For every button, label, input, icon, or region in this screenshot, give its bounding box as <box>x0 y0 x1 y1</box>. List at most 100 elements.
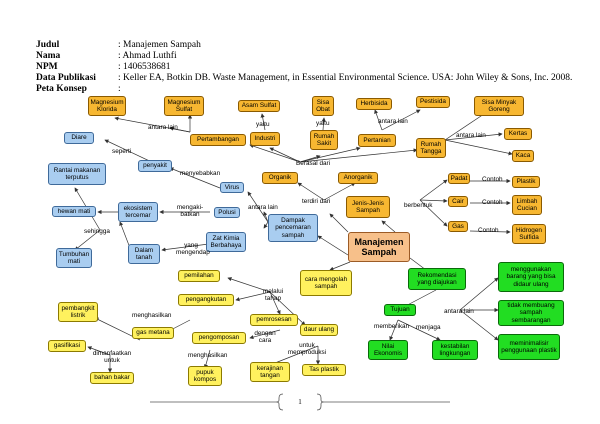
header-value: : 1406538681 <box>118 62 171 72</box>
header-row-name: Nama : Ahmad Luthfi <box>36 51 576 62</box>
kaca-node: Kaca <box>512 150 534 162</box>
pemilahan-node: pemilahan <box>178 270 220 282</box>
industri-node: Industri <box>250 132 280 146</box>
polusi-node: Polusi <box>214 207 240 218</box>
tujuan-node: Tujuan <box>384 304 416 316</box>
root-node: Manajemen Sampah <box>348 232 410 262</box>
pengomposan-node: pengomposan <box>192 332 246 344</box>
header-key: Peta Konsep <box>36 84 87 94</box>
sisa-minyak-node: Sisa Minyak Goreng <box>474 96 524 116</box>
page-number: 1 <box>298 398 302 406</box>
gas-node: Gas <box>448 221 468 232</box>
magnesium-sulfat-node: Magnesium Sulfat <box>164 96 204 116</box>
zat-kimia-node: Zat Kimia Berbahaya <box>206 232 246 252</box>
link-label: antara lain <box>378 118 408 125</box>
dampak-node: Dampak pencemaran sampah <box>268 214 318 242</box>
link-label: sehingga <box>84 228 110 235</box>
header-value: : Ahmad Luthfi <box>118 51 177 61</box>
link-label: Contoh <box>482 176 503 183</box>
link-label: menyebabkan <box>180 170 221 177</box>
pertanian-node: Pertanian <box>358 134 396 147</box>
rumah-sakit-node: Rumah Sakit <box>310 130 338 150</box>
footer-divider <box>150 393 450 411</box>
link-label: untuk memproduksi <box>287 342 327 356</box>
plastik-node: Plastik <box>512 176 540 188</box>
link-label: menghasilkan <box>132 312 172 319</box>
hewan-mati-node: hewan mati <box>52 206 96 217</box>
organik-node: Organik <box>262 172 298 184</box>
virus-node: Virus <box>220 182 244 193</box>
pupuk-kompos-node: pupuk kompos <box>188 366 222 386</box>
link-label: berbentuk <box>404 202 433 209</box>
ekosistem-node: ekosistem tercemar <box>118 202 158 222</box>
dalam-tanah-node: Dalam tanah <box>128 244 160 264</box>
header-row-publication: Data Publikasi : Keller EA, Botkin DB. Wa… <box>36 73 576 84</box>
header-row-concept-map: Peta Konsep: <box>36 84 576 95</box>
nilai-ekonomis-node: Nilai Ekonomis <box>368 340 408 360</box>
rumah-tangga-node: Rumah Tangga <box>416 138 446 158</box>
header-key: Judul <box>36 40 60 50</box>
anorganik-node: Anorganik <box>338 172 378 184</box>
penyakit-node: penyakit <box>138 160 172 172</box>
link-label: memberikan <box>374 323 410 330</box>
rekomendasi-item-3: meminimalisir penggunaan plastik <box>498 334 560 360</box>
asam-sulfat-node: Asam Sulfat <box>238 100 280 112</box>
herbisida-node: Herbisida <box>356 98 392 110</box>
link-label: dimanfaatkan untuk <box>92 350 132 364</box>
pertambangan-node: Pertambangan <box>190 134 246 146</box>
link-label: terdiri dari <box>302 198 331 205</box>
link-label: antara lain <box>248 204 278 211</box>
rekomendasi-node: Rekomendasi yang diajukan <box>408 268 466 290</box>
gasifikasi-node: gasifikasi <box>48 340 86 352</box>
kerajinan-tangan-node: kerajinan tangan <box>250 362 290 382</box>
header-value: : Manajemen Sampah <box>118 40 201 50</box>
link-label: mengaki- batkan <box>176 204 204 218</box>
rekomendasi-item-2: tidak membuang sampah sembarangan <box>498 300 564 326</box>
link-label: yaitu <box>316 120 330 127</box>
link-label: yang mengendap <box>176 242 210 256</box>
link-label: Contoh <box>478 227 499 234</box>
limbah-cucian-node: Limbah Cucian <box>512 195 542 215</box>
rekomendasi-item-1: menggunakan barang yang bisa didaur ulan… <box>498 262 564 292</box>
link-label: menghasilkan <box>188 352 228 359</box>
link-label: menjaga <box>416 324 441 331</box>
link-label: Berasal dari <box>296 160 331 167</box>
link-label: antara lain <box>456 132 486 139</box>
diare-node: Diare <box>64 132 94 144</box>
magnesium-klorida-node: Magnesium Klorida <box>88 96 126 116</box>
header-value: : Keller EA, Botkin DB. Waste Management… <box>118 73 573 83</box>
header-value: : <box>118 84 121 94</box>
document-header: Judul : Manajemen Sampah Nama : Ahmad Luth… <box>36 40 576 95</box>
pembangkit-listrik-node: pembangkit listrik <box>58 302 98 322</box>
daur-ulang-node: daur ulang <box>300 324 338 336</box>
header-row-npm: NPM : 1406538681 <box>36 62 576 73</box>
pemrosesan-node: pemrosesan <box>250 314 298 326</box>
link-label: antara lain <box>444 308 474 315</box>
link-label: yaitu <box>256 121 270 128</box>
link-label: melalui tahap <box>262 288 284 302</box>
header-row-title: Judul : Manajemen Sampah <box>36 40 576 51</box>
cair-node: Cair <box>448 196 468 207</box>
gas-metana-node: gas metana <box>132 327 174 339</box>
link-label: antara lain <box>148 124 178 131</box>
bahan-bakar-node: bahan bakar <box>90 372 134 384</box>
sisa-obat-node: Sisa Obat <box>312 96 334 116</box>
hidrogen-sulfida-node: Hidrogen Sulfida <box>512 224 546 244</box>
link-label: dengan cara <box>254 330 276 344</box>
kestabilan-node: kestabilan lingkungan <box>432 340 478 360</box>
cara-mengolah-node: cara mengolah sampah <box>300 270 352 296</box>
page-footer <box>0 390 600 414</box>
jenis-sampah-node: Jenis-Jenis Sampah <box>346 196 390 218</box>
tumbuhan-mati-node: Tumbuhan mati <box>56 248 92 268</box>
rantai-makanan-node: Rantai makanan terputus <box>48 163 106 185</box>
tas-plastik-node: Tas plastik <box>302 364 346 376</box>
kertas-node: Kertas <box>504 128 532 140</box>
header-key: Data Publikasi <box>36 73 96 83</box>
link-label: Contoh <box>482 199 503 206</box>
header-key: NPM <box>36 62 58 72</box>
header-key: Nama <box>36 51 61 61</box>
pestisida-node: Pestisida <box>416 96 450 108</box>
link-label: seperti <box>112 148 132 155</box>
padat-node: Padat <box>448 173 470 184</box>
